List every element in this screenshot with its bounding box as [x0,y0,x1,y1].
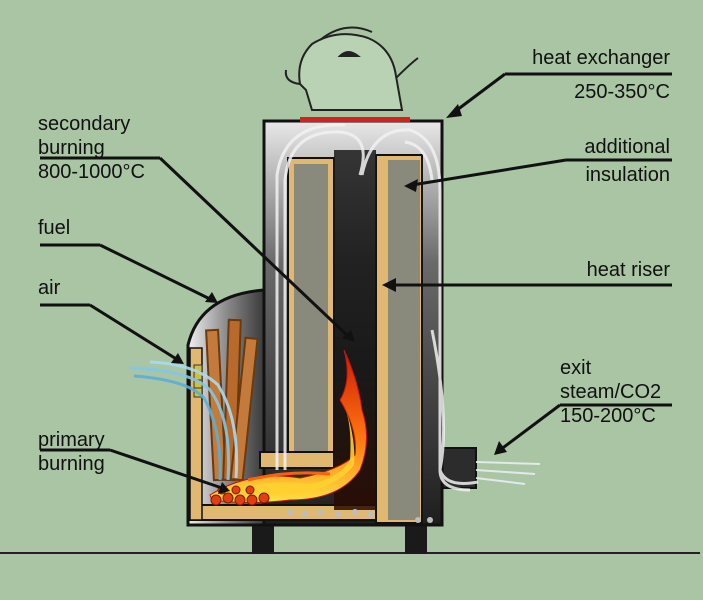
heat-riser-label: heat riser [520,258,670,282]
additional-insulation-label: additional insulation [520,135,670,187]
exhaust-stream [475,461,541,485]
fuel-label-text: fuel [38,217,71,239]
secondary-burning-line1: secondary [38,113,131,135]
leader-lines [40,72,672,490]
ash-bed [287,509,433,523]
heat-riser-label-text: heat riser [586,259,670,281]
stove-leg-left [252,520,274,554]
air-label-text: air [38,277,61,299]
fuel-label: fuel [38,216,70,240]
leader-arrowheads [171,104,507,494]
heat-exchanger-temp-text: 250-350°C [574,81,670,103]
kettle-icon [284,26,419,111]
primary-burning-line1: primary [38,429,105,451]
heat-exchanger-label: heat exchanger [490,46,670,70]
stove-leg-right [405,520,427,554]
additional-insulation-line2: insulation [585,164,670,186]
primary-burning-label: primary burning [38,428,105,476]
riser-wall-bottom-insulation [259,451,335,469]
heat-exchanger-title: heat exchanger [532,47,670,69]
flame-stream [247,471,331,482]
secondary-burning-label: secondary burning 800-1000°C [38,112,145,184]
secondary-burning-temp: 800-1000°C [38,161,145,183]
smoke-swirl-icon [275,123,479,492]
exit-line2: steam/CO2 [560,381,662,403]
riser-wall-right-core [388,160,420,520]
heat-exchanger-temp: 250-350°C [490,80,670,104]
additional-insulation-line1: additional [584,136,670,158]
secondary-burning-line2: burning [38,137,105,159]
primary-burning-line2: burning [38,453,105,475]
air-label: air [38,276,60,300]
exit-temp: 150-200°C [560,405,656,427]
air-flow-icon [129,360,239,481]
hot-plate [300,117,410,122]
exit-line1: exit [560,357,592,379]
exit-label: exit steam/CO2 150-200°C [560,356,661,428]
